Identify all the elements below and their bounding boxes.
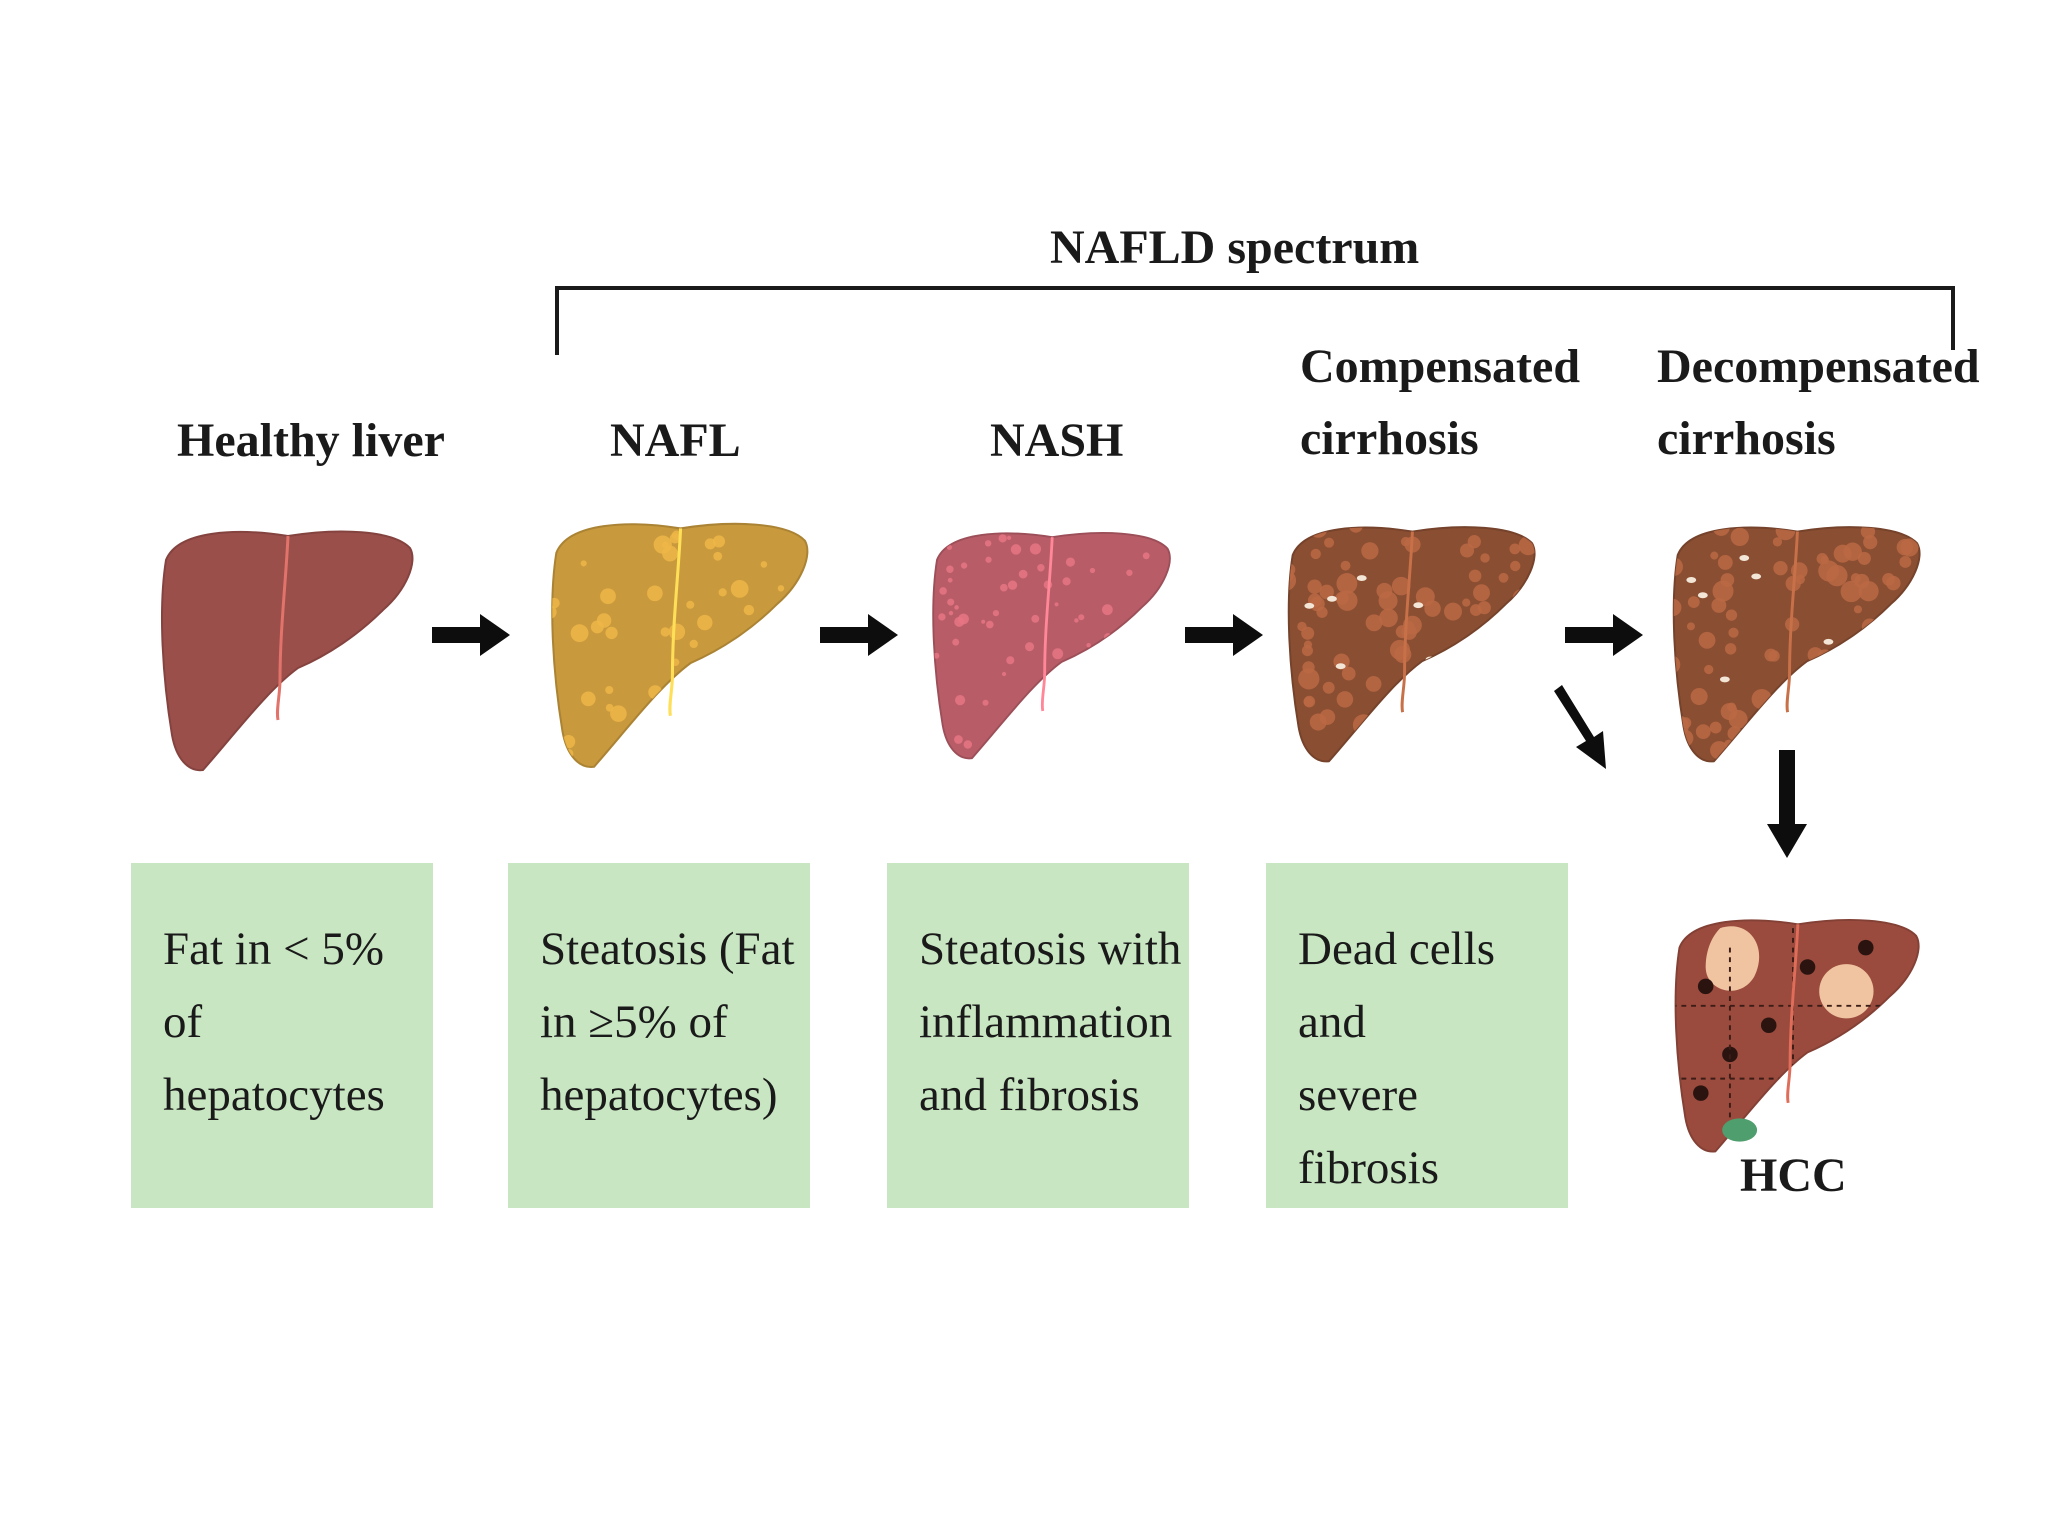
description-healthy: Fat in < 5% of hepatocytes (163, 923, 385, 1121)
description-nash: Steatosis with inflammation and fibrosis (919, 923, 1182, 1121)
hcc-liver-image (1674, 919, 1920, 1153)
arrow-decompensated-to-hcc (1767, 750, 1807, 858)
compensated-cirrhosis-liver-image (1287, 526, 1536, 763)
description-box-healthy: Fat in < 5% of hepatocytes (131, 863, 433, 1208)
arrow-compensated-to-decompensated (1565, 614, 1643, 656)
stage-title-decompensated: Decompensated cirrhosis (1657, 340, 1980, 465)
arrow-compensated-to-hcc (1554, 685, 1606, 769)
nafl-liver-image (551, 522, 809, 768)
nash-liver-image (932, 532, 1171, 760)
description-nafl: Steatosis (Fat in ≥5% of hepatocytes) (540, 923, 795, 1121)
stage-title-compensated: Compensated cirrhosis (1300, 340, 1581, 465)
healthy-liver-image (160, 530, 414, 772)
stage-title-nafl: NAFL (610, 414, 741, 467)
decompensated-cirrhosis-liver-image (1672, 526, 1921, 763)
description-box-nash: Steatosis with inflammation and fibrosis (887, 863, 1189, 1208)
hcc-label: HCC (1740, 1149, 1847, 1202)
description-box-compensated: Dead cells and severe fibrosis (1266, 863, 1568, 1208)
arrow-nash-to-compensated (1185, 614, 1263, 656)
description-box-nafl: Steatosis (Fat in ≥5% of hepatocytes) (508, 863, 810, 1208)
stage-title-healthy: Healthy liver (177, 414, 445, 467)
description-compensated: Dead cells and severe fibrosis (1298, 923, 1496, 1194)
stage-title-nash: NASH (990, 414, 1124, 467)
arrow-nafl-to-nash (820, 614, 898, 656)
arrow-healthy-to-nafl (432, 614, 510, 656)
spectrum-label: NAFLD spectrum (1050, 221, 1420, 274)
